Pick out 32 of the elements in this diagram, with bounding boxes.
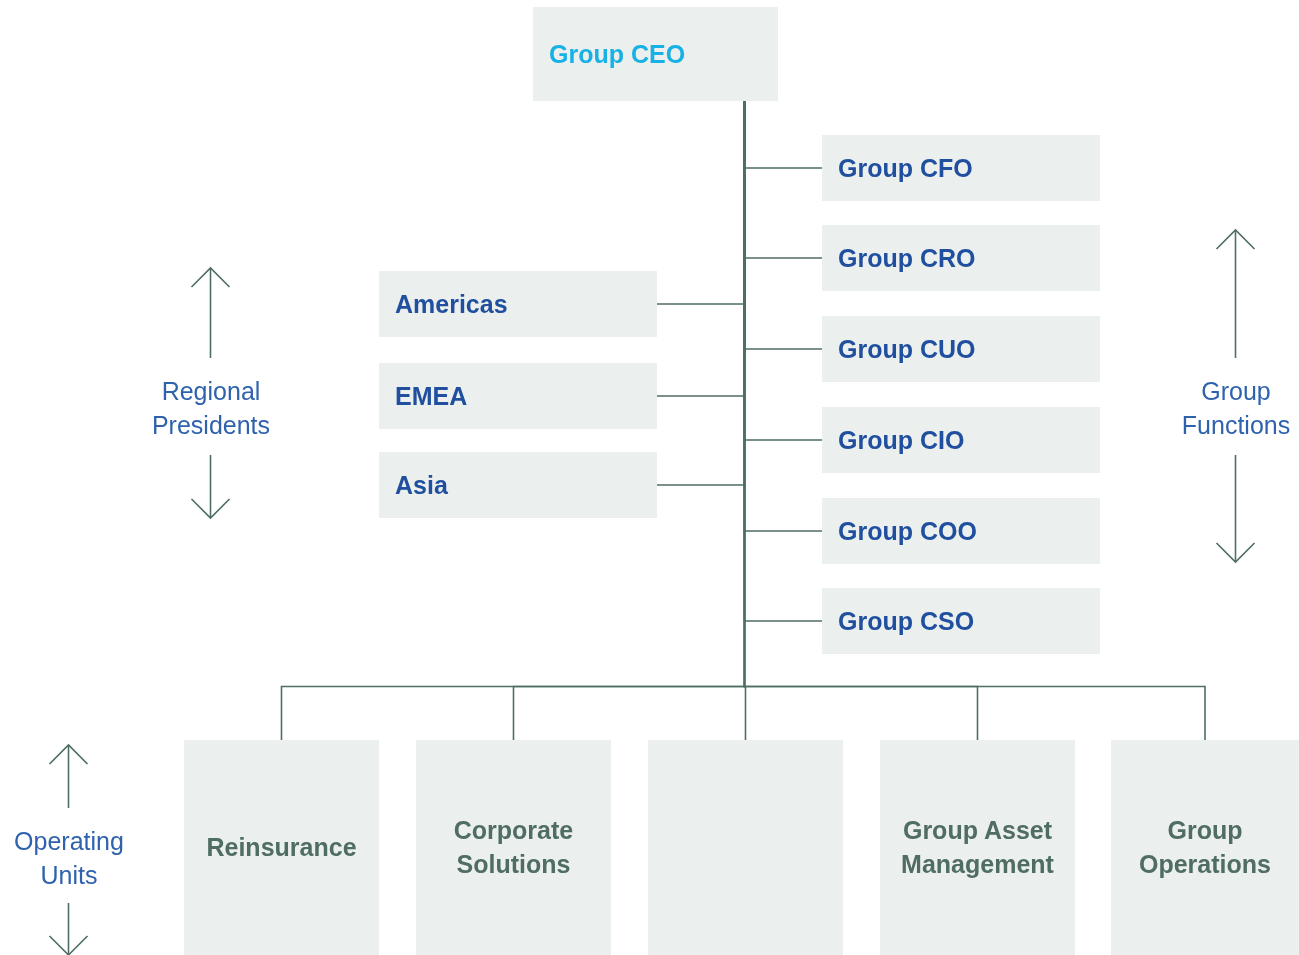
unit-box <box>880 740 1075 955</box>
group-label: Regional Presidents <box>150 376 272 441</box>
ceo-box <box>533 7 778 101</box>
position-box <box>822 498 1100 564</box>
role-name: Group CFO <box>838 153 973 184</box>
position-box <box>379 452 657 518</box>
group-label: Operating Units <box>13 826 125 891</box>
position-box <box>822 316 1100 382</box>
role-name: Americas <box>395 289 508 320</box>
role-name: EMEA <box>395 381 468 412</box>
position-box <box>822 407 1100 473</box>
role-name: Group COO <box>838 516 977 547</box>
role-name: Group CEO <box>549 39 686 70</box>
unit-box <box>648 740 843 955</box>
unit-box <box>184 740 379 955</box>
position-box <box>379 363 657 429</box>
unit-box <box>416 740 611 955</box>
role-name: Group CRO <box>838 243 976 274</box>
role-name: Group CUO <box>838 334 976 365</box>
position-box <box>379 271 657 337</box>
role-name: Reinsurance <box>206 831 357 863</box>
position-box <box>822 135 1100 201</box>
position-box <box>822 588 1100 654</box>
role-name: Group Operations <box>1138 814 1272 880</box>
role-name: Corporate Solutions <box>452 814 575 880</box>
group-label: Group Functions <box>1180 376 1292 441</box>
unit-box <box>1111 740 1299 955</box>
role-name: Asia <box>395 470 448 501</box>
role-name: Group CIO <box>838 425 965 456</box>
position-box <box>822 225 1100 291</box>
role-name: Group CSO <box>838 606 975 637</box>
role-name: Group Asset Management <box>900 814 1055 880</box>
